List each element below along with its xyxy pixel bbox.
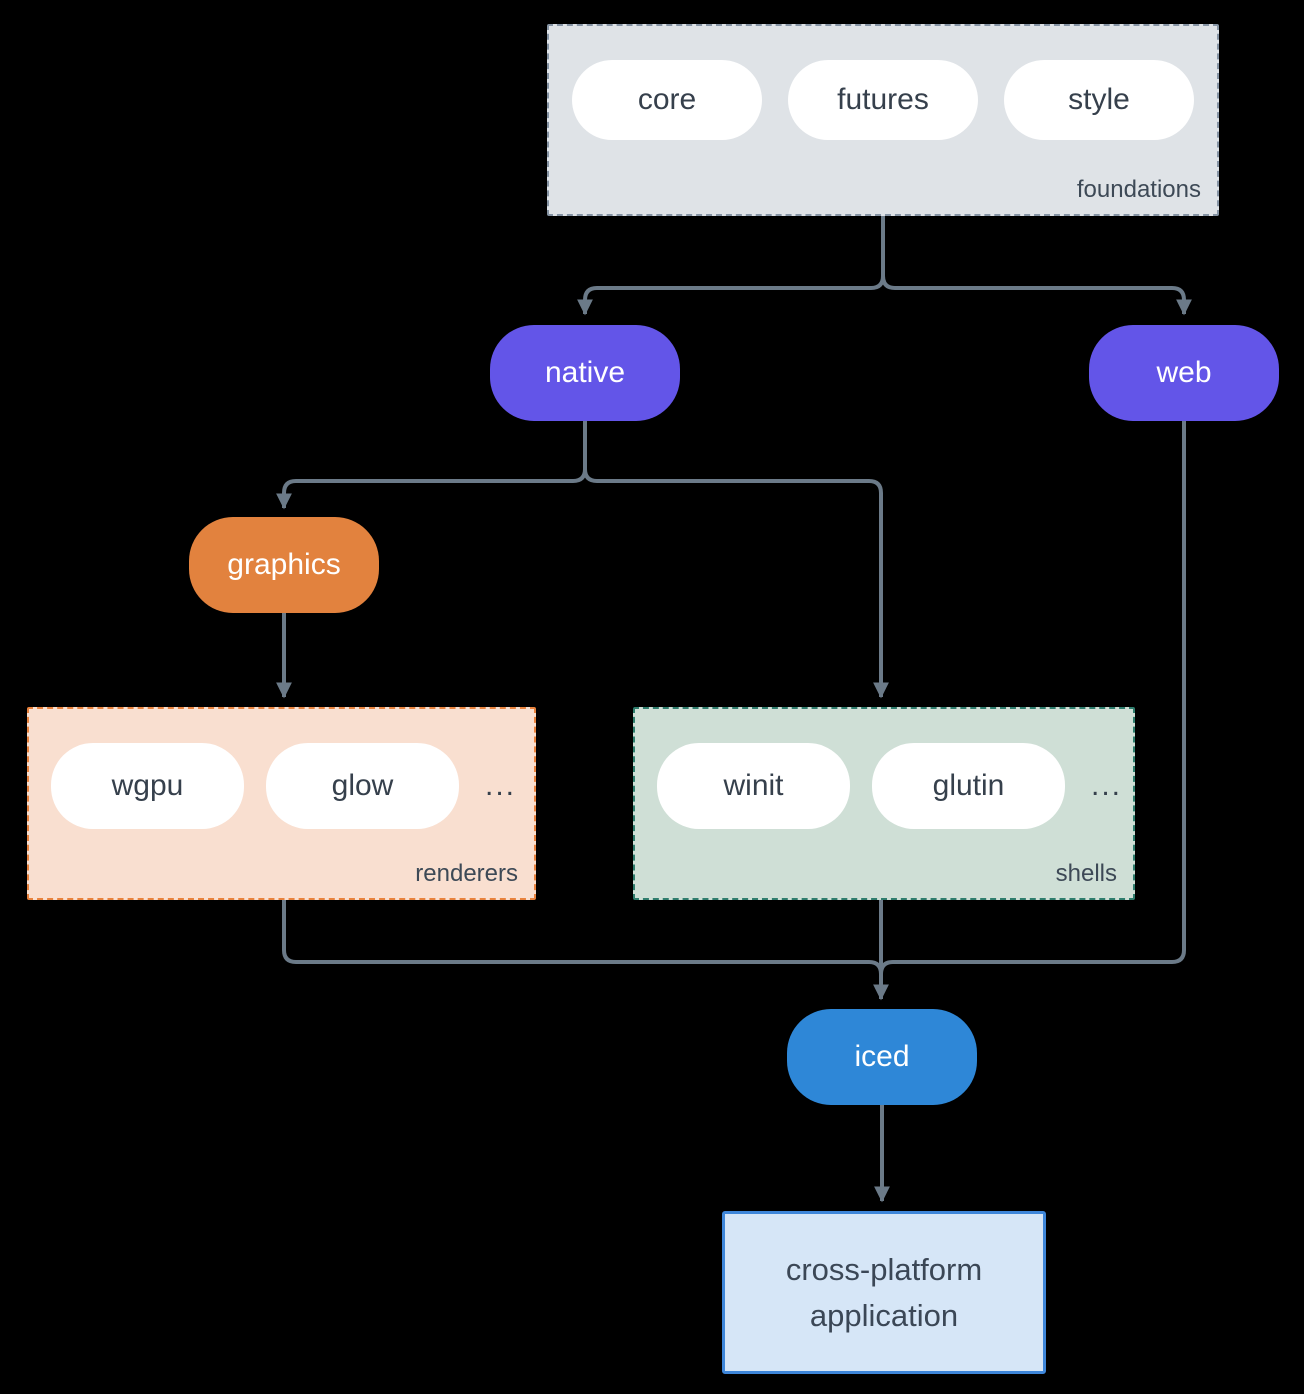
renderers-ellipsis: ...: [485, 769, 517, 802]
group-renderers: wgpu glow ... renderers: [27, 707, 536, 900]
connector-foundations-to-web: [881, 214, 1192, 316]
pill-core: core: [572, 60, 762, 140]
shells-label: shells: [1055, 860, 1117, 887]
pill-glow: glow: [266, 743, 459, 829]
foundations-pill-row: core futures style: [549, 26, 1217, 140]
shells-pill-row: winit glutin ...: [635, 709, 1133, 829]
pill-winit: winit: [657, 743, 850, 829]
pill-glutin: glutin: [872, 743, 1065, 829]
node-native: native: [490, 325, 680, 421]
renderers-label: renderers: [415, 860, 518, 887]
group-shells: winit glutin ... shells: [633, 707, 1135, 900]
shells-ellipsis: ...: [1091, 769, 1123, 802]
application-label-line2: application: [809, 1297, 959, 1333]
connector-native-to-shells: [583, 421, 889, 699]
application-label-line1: cross-platform: [785, 1251, 983, 1287]
renderers-pill-row: wgpu glow ...: [29, 709, 534, 829]
connector-native-to-graphics: [276, 421, 587, 510]
group-foundations: core futures style foundations: [547, 24, 1219, 216]
connector-renderers-to-merge: [282, 899, 883, 978]
node-web: web: [1089, 325, 1279, 421]
connector-foundations-to-native: [577, 214, 885, 316]
node-graphics: graphics: [189, 517, 379, 613]
node-iced: iced: [787, 1009, 977, 1105]
pill-wgpu: wgpu: [51, 743, 244, 829]
pill-style: style: [1004, 60, 1194, 140]
application-box: cross-platform application: [722, 1211, 1046, 1374]
foundations-label: foundations: [1076, 176, 1201, 203]
pill-futures: futures: [788, 60, 978, 140]
